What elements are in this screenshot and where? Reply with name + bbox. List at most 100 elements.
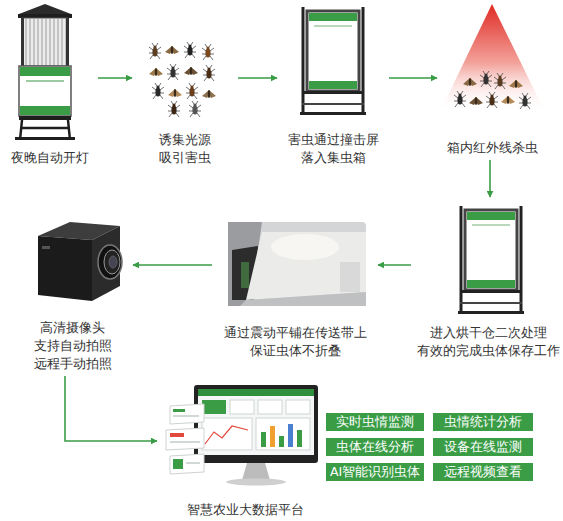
lamp-device-part [19,116,71,120]
computer-platform-part [279,436,284,447]
computer-platform-part [258,400,282,414]
lamp-device-part [18,14,72,18]
flow-arrow [98,77,132,79]
insects-illustration-part [167,64,179,80]
computer-platform-part [170,441,200,443]
dryer-device [458,206,524,314]
step-node: 夜晚自动开灯 [5,2,95,167]
infrared-kill-part [440,4,545,112]
tag-label: AI智能识别虫体 [330,464,420,480]
step-label: 智慧农业大数据平台 [187,501,304,519]
conveyor-photo-part [271,234,339,260]
tag-label: 虫情统计分析 [444,414,522,430]
step-node: 高清摄像头 支持自动拍照 远程手动拍照 [15,218,130,373]
step-label: 害虫通过撞击屏 落入集虫箱 [280,131,386,167]
screen-device [300,7,366,115]
lamp-device-part [15,137,75,140]
step-label: 通过震动平铺在传送带上 保证虫体不折叠 [215,324,375,360]
conveyor-photo-part [246,232,366,300]
insects-illustration-part [184,42,196,58]
computer-platform-part [194,385,318,463]
step-node: 害虫通过撞击屏 落入集虫箱 [280,2,386,167]
computer-platform-part [256,418,310,450]
infrared-kill-part [509,80,523,88]
feature-tag: 远程视频查看 [433,463,533,481]
computer-platform-part [242,463,270,480]
lamp-device [15,4,75,140]
infrared-kill-part [501,96,515,104]
feature-tag: 虫情统计分析 [433,413,533,431]
infrared-kill-part [469,97,483,105]
camera-part [38,236,92,301]
insects-illustration-part [186,83,198,99]
tag-label: 设备在线监测 [444,439,522,455]
computer-platform-part [198,389,314,455]
conveyor-photo [228,222,366,306]
feature-tag: AI智能识别虫体 [326,463,424,481]
computer-platform [166,385,318,486]
infrared-kill [440,4,545,112]
computer-platform-part [286,400,310,414]
computer-platform-part [202,400,226,414]
lamp-device-part [26,80,64,82]
step-label: 箱内红外线杀虫 [447,139,538,157]
computer-platform-part [170,404,204,424]
camera-part [98,245,122,279]
infrared-kill-part [519,93,531,109]
infrared-kill-part [463,78,477,86]
tag-label: 实时虫情监测 [336,414,414,430]
camera-part [109,256,117,268]
computer-platform-part [230,400,254,414]
insects-illustration-part [203,65,215,81]
conveyor-photo-part [240,292,366,306]
step-node: 智慧农业大数据平台 [160,378,330,519]
lamp-device-part [19,4,71,14]
insects-illustration-part [168,101,180,117]
flow-arrow [238,77,277,79]
conveyor-photo-part [241,262,249,288]
infrared-kill-part [480,71,492,87]
insects-illustration-part [152,83,164,99]
computer-platform-part [270,426,275,447]
infrared-kill-part [494,73,506,89]
insects-illustration-part [184,67,198,75]
lamp-device-part [19,66,71,116]
computer-platform-part [173,409,185,412]
lamp-device-part [26,18,66,66]
computer-platform-part [205,426,248,444]
insects-illustration-part [149,68,163,76]
step-label: 高清摄像头 支持自动拍照 远程手动拍照 [15,319,130,373]
tag-label: 虫体在线分析 [336,439,414,455]
feature-tag: 虫体在线分析 [326,438,424,456]
dryer-device-part [458,206,524,314]
insects-illustration [149,42,216,117]
camera-part [104,250,120,274]
flow-arrow [489,160,491,197]
infrared-kill-part [486,92,498,108]
computer-platform-part [173,415,199,417]
insects-illustration-part [149,43,161,59]
insects-illustration-part [202,90,216,98]
infrared-kill-part [454,91,466,107]
step-node: 诱集光源 吸引害虫 [135,40,235,167]
lamp-device-part [22,18,68,66]
step-label: 诱集光源 吸引害虫 [135,131,235,167]
flow-arrow [133,264,212,266]
tag-label: 远程视频查看 [444,464,522,480]
computer-platform-part [261,432,266,447]
step-label: 夜晚自动开灯 [11,149,89,167]
feature-tag: 设备在线监测 [433,438,533,456]
flow-arrow [389,77,437,79]
flow-arrow [378,264,411,266]
computer-platform-part [166,428,204,450]
flow-arrow [65,376,157,441]
computer-platform-part [173,459,183,469]
computer-platform-part [198,389,314,396]
insects-illustration-part [168,89,182,97]
conveyor-photo-part [340,262,360,292]
computer-platform-part [186,462,200,464]
camera-part [42,246,50,249]
insects-illustration-part [165,46,179,54]
insects-illustration-part [202,44,214,60]
